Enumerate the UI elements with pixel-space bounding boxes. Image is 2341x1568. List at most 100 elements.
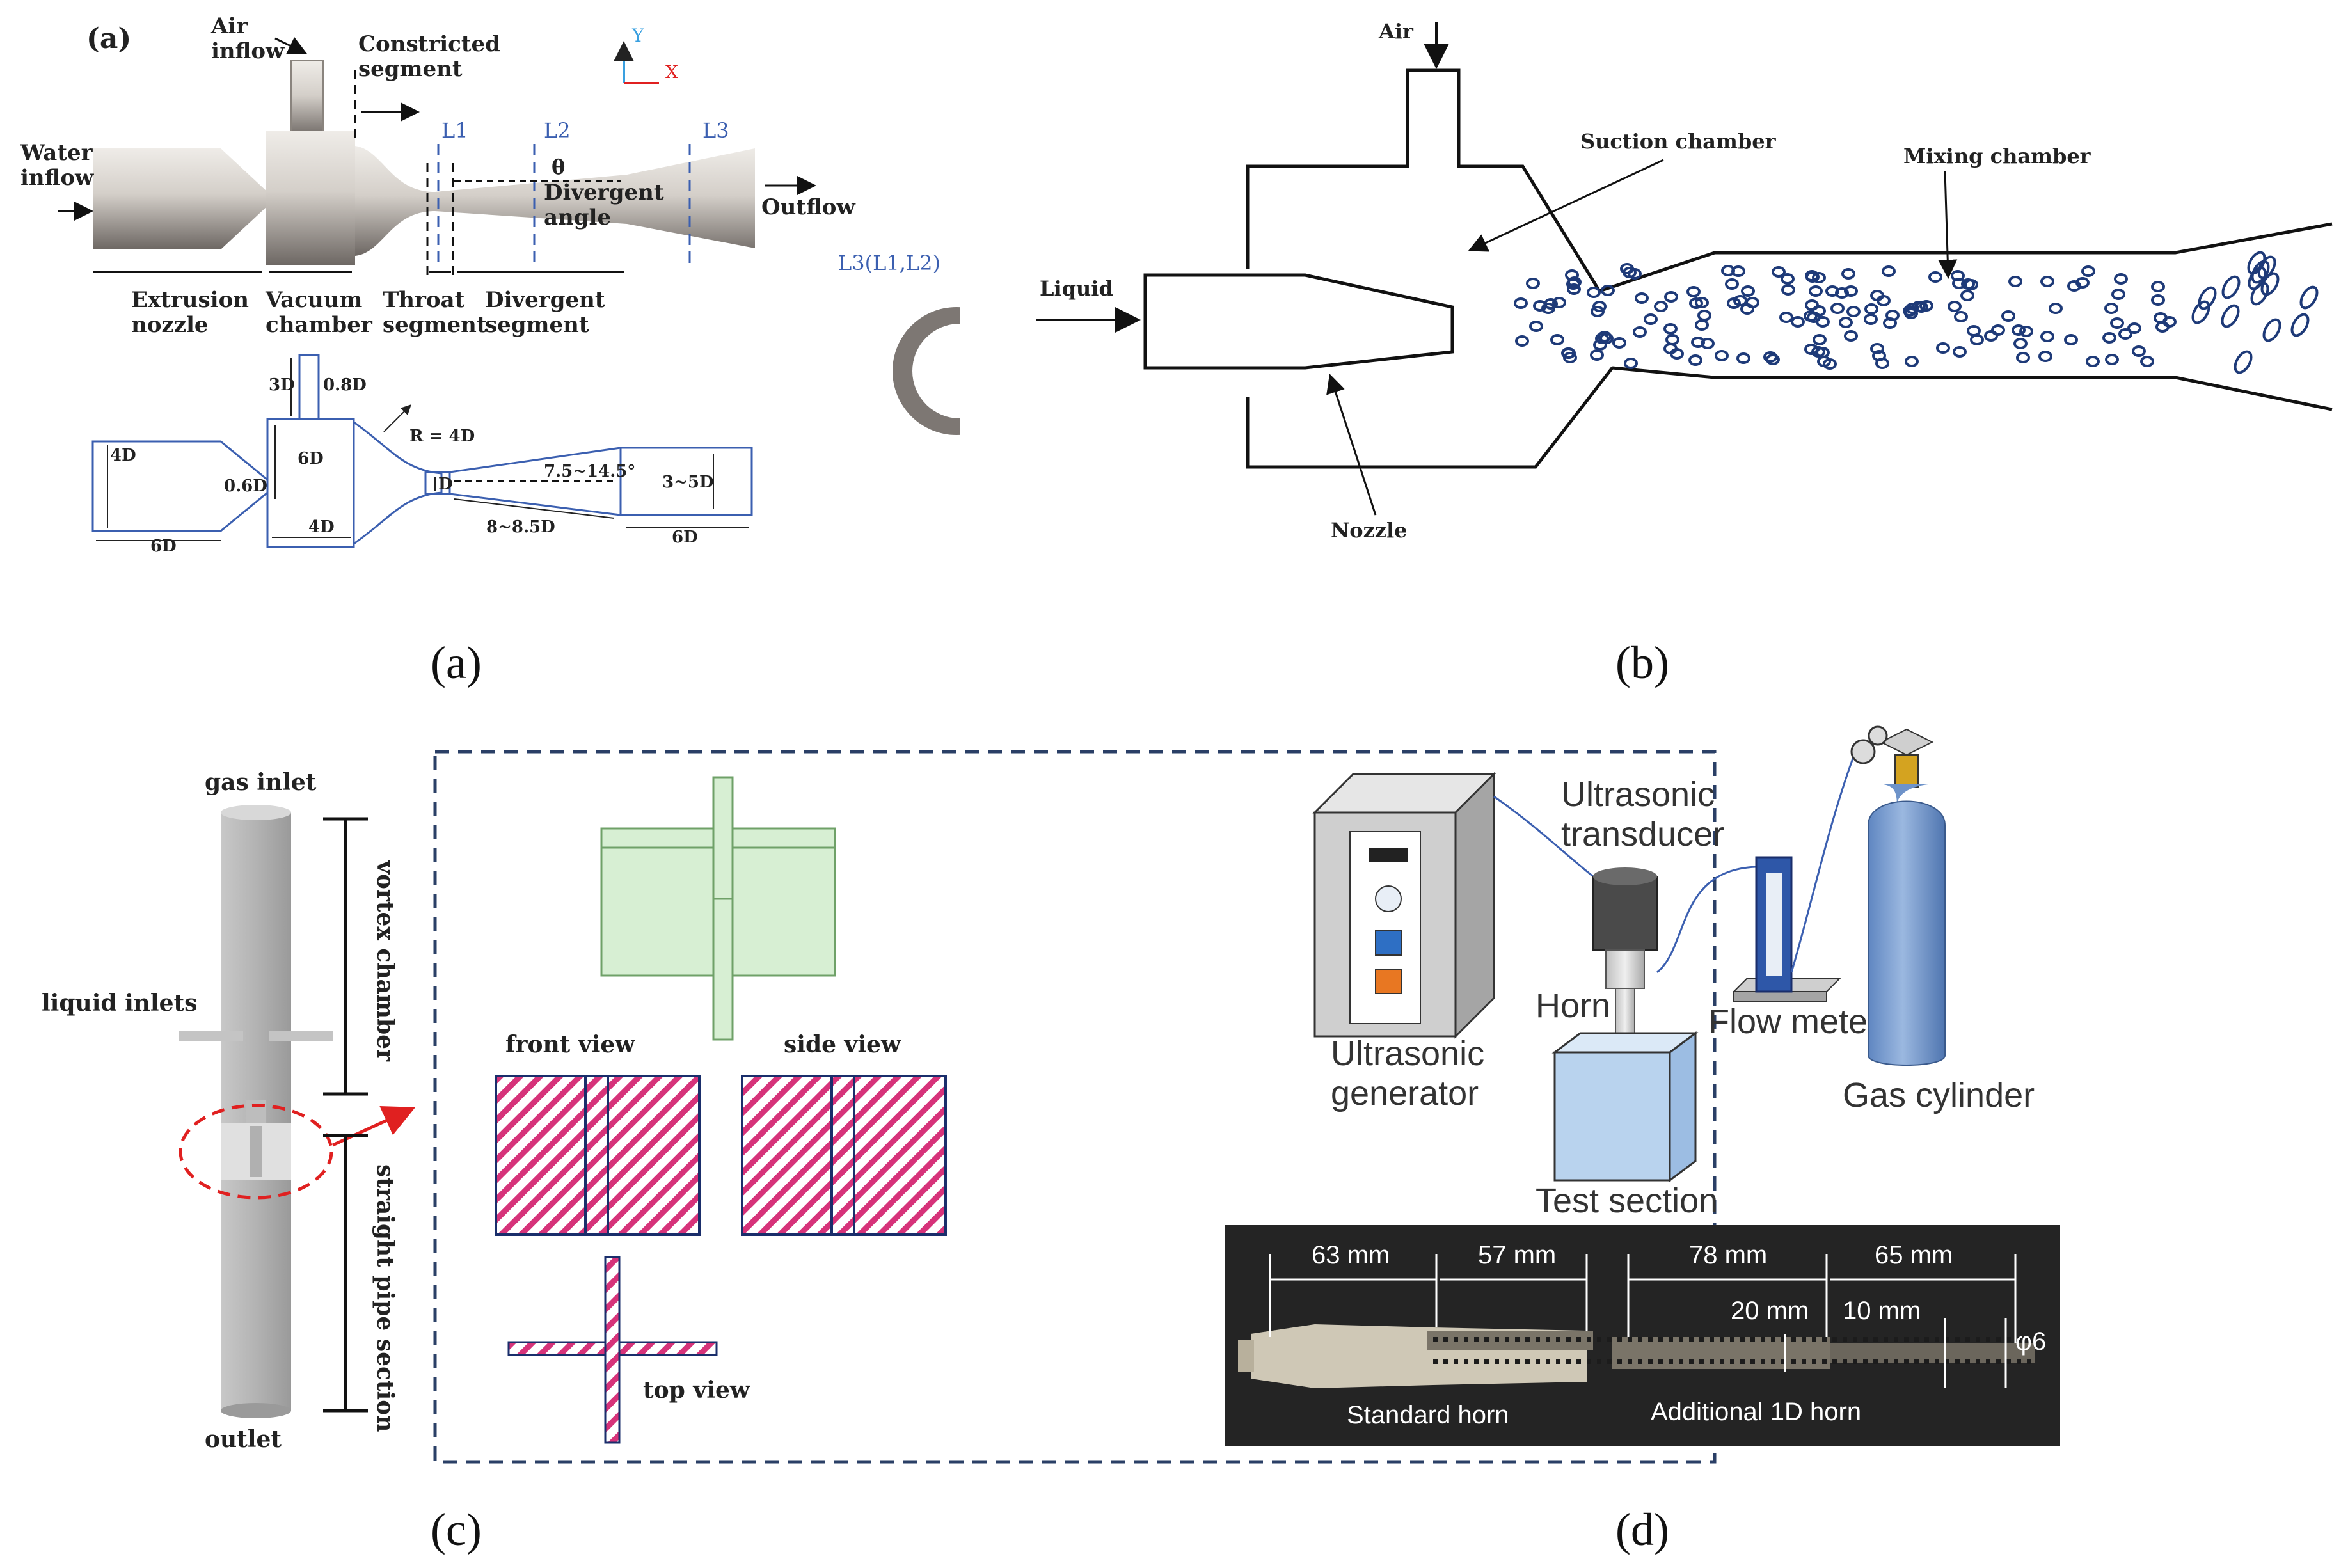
- horn-perforation: [1965, 1359, 1970, 1364]
- generator-cable: [1493, 795, 1594, 878]
- bubble: [1809, 285, 1823, 297]
- horn-perforation: [1576, 1337, 1581, 1342]
- bubble: [1811, 346, 1825, 358]
- transducer-horn: [1592, 867, 1658, 1069]
- bubble: [2111, 289, 2125, 300]
- bubble: [1695, 319, 1709, 331]
- horn-label: Horn: [1536, 986, 1610, 1025]
- horn-perforation: [1740, 1359, 1745, 1364]
- test-section-tank: [1551, 1031, 1699, 1182]
- bubble: [2105, 354, 2119, 365]
- standard-horn-label: Standard horn: [1347, 1401, 1509, 1429]
- theta-label: θ: [552, 155, 565, 179]
- front-view-label: front view: [505, 1031, 635, 1058]
- panel-b: Air Liquid Suction chamber Mixing chambe…: [1036, 19, 2333, 542]
- horn-perforation: [1433, 1337, 1438, 1342]
- horn-perforation: [1771, 1337, 1775, 1342]
- bubble: [1567, 276, 1582, 288]
- bubble: [1697, 310, 1711, 321]
- bubble: [1715, 350, 1729, 361]
- horn-perforation: [1699, 1359, 1704, 1364]
- dim-6d-bottom: 6D: [150, 537, 177, 556]
- caption-b: (b): [1615, 637, 1669, 688]
- horn-perforation: [1761, 1359, 1765, 1364]
- horn-perforation: [1576, 1359, 1581, 1364]
- bubble: [1620, 263, 1634, 274]
- bubble: [1844, 285, 1858, 297]
- horn-perforation: [1679, 1359, 1683, 1364]
- bubble: [1805, 271, 1820, 283]
- horn-perforation: [1699, 1337, 1704, 1342]
- bubble: [1991, 324, 2005, 336]
- bubble: [1984, 330, 1998, 342]
- bubble: [1870, 343, 1884, 354]
- dim-65mm: 65 mm: [1875, 1241, 1953, 1269]
- bubble: [1644, 313, 1658, 325]
- horn-perforation: [1853, 1359, 1857, 1364]
- horn-perforation: [1617, 1359, 1622, 1364]
- bubble: [1686, 286, 1701, 297]
- horn-photo: [1225, 1225, 2060, 1446]
- axis-y-label: Y: [631, 25, 644, 46]
- bubble: [1595, 333, 1609, 344]
- bubble: [2132, 345, 2146, 357]
- dim-10mm: 10 mm: [1843, 1297, 1921, 1325]
- bubble: [1654, 301, 1668, 312]
- horn-perforation: [1720, 1359, 1724, 1364]
- bubble: [2221, 304, 2240, 328]
- air-label: Air: [1378, 19, 1414, 44]
- bubble: [2104, 303, 2118, 314]
- dim-6d-chamber: 6D: [298, 449, 324, 468]
- dim-0-8d: 0.8D: [323, 376, 367, 395]
- bubble: [2019, 326, 2033, 337]
- horn-perforation: [1945, 1359, 1949, 1364]
- ejector-outline: [1143, 68, 2333, 469]
- horn-perforation: [1689, 1337, 1694, 1342]
- bubble: [1960, 290, 1974, 301]
- dim-6d-right: 6D: [672, 528, 698, 547]
- horn-perforation: [1935, 1359, 1939, 1364]
- dim-3-5d: 3~5D: [662, 473, 714, 492]
- bubble: [2127, 322, 2141, 334]
- horn-perforation: [1628, 1359, 1632, 1364]
- bubble: [1552, 297, 1566, 308]
- dimension-drawing: [91, 354, 753, 548]
- horn-perforation: [1781, 1359, 1786, 1364]
- bubble: [1587, 287, 1601, 298]
- bubble: [2191, 300, 2210, 324]
- bubble: [2118, 328, 2132, 340]
- bubble: [2250, 281, 2269, 306]
- horn-perforation: [1474, 1337, 1479, 1342]
- bubble: [1624, 358, 1638, 369]
- test-section-label: Test section: [1536, 1182, 1718, 1220]
- horn-perforation: [1525, 1337, 1530, 1342]
- horn-perforation: [1587, 1337, 1591, 1342]
- horn-perforation: [1505, 1359, 1509, 1364]
- bubble: [2290, 313, 2310, 337]
- bubble: [1964, 279, 1978, 290]
- bubble: [2198, 286, 2217, 310]
- bubble: [2016, 352, 2030, 363]
- horn-perforation: [2017, 1359, 2021, 1364]
- axis-x-label: X: [665, 61, 678, 83]
- bubble: [2086, 356, 2100, 367]
- horn-perforation: [1710, 1359, 1714, 1364]
- outlet-label: outlet: [205, 1426, 282, 1453]
- dim-angle-range: 7.5~14.5°: [544, 462, 635, 481]
- gas-cylinder-label: Gas cylinder: [1843, 1076, 2035, 1114]
- horn-perforation: [1843, 1337, 1847, 1342]
- green-3d-view: [600, 776, 836, 1041]
- horn-perforation: [1986, 1359, 1990, 1364]
- bubble: [1664, 291, 1678, 303]
- horn-perforation: [1884, 1337, 1888, 1342]
- horn-perforation: [1484, 1359, 1489, 1364]
- bubble: [2234, 350, 2253, 374]
- dim-4d-nozzle: 4D: [110, 446, 136, 465]
- horn-perforation: [2027, 1359, 2031, 1364]
- section-dimension-lines: [323, 817, 368, 1413]
- bubble: [2038, 351, 2052, 362]
- bubble: [1967, 325, 1981, 337]
- horn-perforation: [1976, 1359, 1980, 1364]
